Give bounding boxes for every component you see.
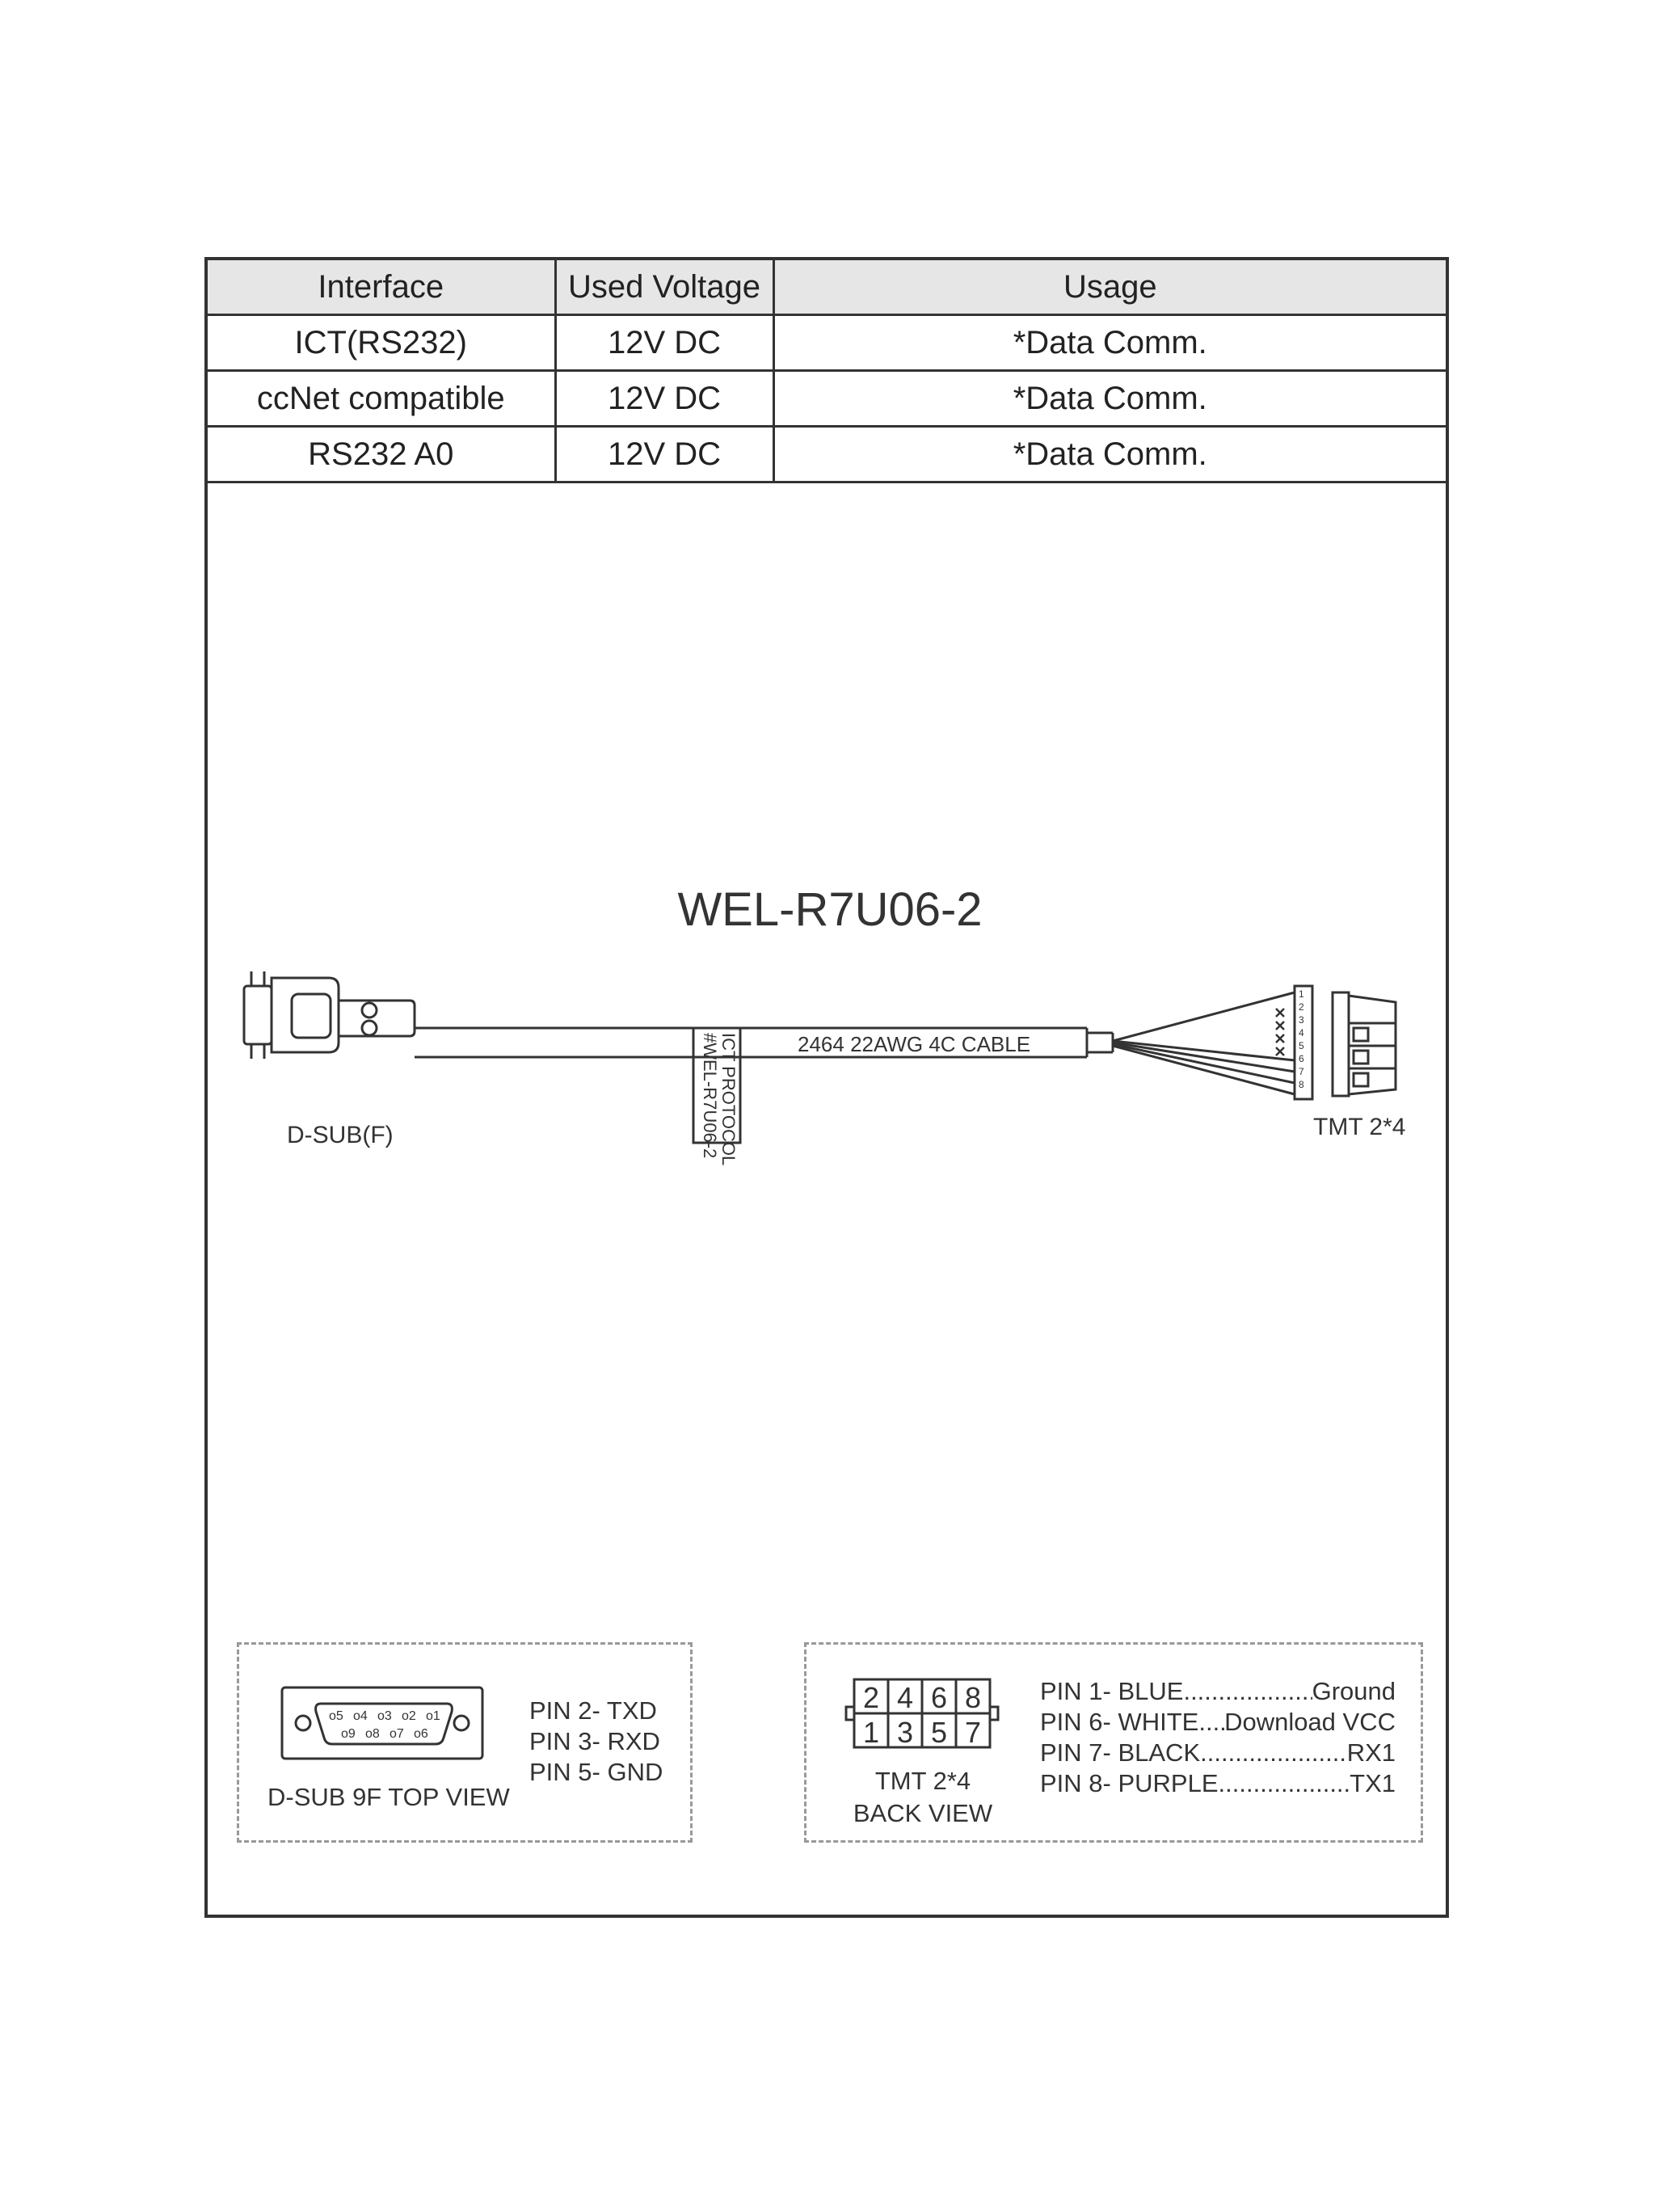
svg-text:o2: o2 xyxy=(402,1709,416,1723)
dsub-pin-item: PIN 2- TXD xyxy=(529,1696,657,1725)
cable-part-number-title: WEL-R7U06-2 xyxy=(677,883,983,936)
tmt-back-view-label-line1: TMT 2*4 xyxy=(874,1767,971,1795)
svg-text:8: 8 xyxy=(1299,1079,1304,1090)
wiring-pin: PIN 7- BLACK xyxy=(1040,1738,1201,1767)
tmt-back-view-pin-numbers: 2 4 6 8 1 3 5 7 xyxy=(863,1681,981,1749)
wiring-pin: PIN 8- PURPLE xyxy=(1040,1769,1219,1797)
cell-interface: ICT(RS232) xyxy=(208,314,557,372)
tmt-back-view-label-line2: BACK VIEW xyxy=(853,1799,993,1827)
wiring-signal: RX1 xyxy=(1346,1738,1396,1767)
unused-pin-marks xyxy=(1275,1008,1285,1056)
svg-text:1: 1 xyxy=(863,1716,879,1749)
cable-tag xyxy=(692,1026,742,1144)
wiring-pin: PIN 1- BLUE xyxy=(1040,1677,1184,1705)
svg-text:4: 4 xyxy=(897,1681,913,1714)
dsub-top-view-icon xyxy=(280,1686,484,1760)
svg-text:4: 4 xyxy=(1299,1027,1304,1039)
wiring-row: PIN 1- BLUE Ground xyxy=(1040,1676,1396,1707)
tmt-connector-icon xyxy=(1293,984,1397,1101)
tmt-back-view-icon xyxy=(844,1678,1000,1749)
cell-voltage: 12V DC xyxy=(554,369,775,428)
cell-interface: RS232 A0 xyxy=(208,425,557,483)
wiring-row: PIN 8- PURPLE TX1 xyxy=(1040,1768,1396,1799)
dsub-pin-list: PIN 2- TXD PIN 3- RXD PIN 5- GND xyxy=(529,1696,663,1788)
svg-text:o9: o9 xyxy=(341,1727,356,1741)
header-interface: Interface xyxy=(208,260,557,316)
table-row: ICT(RS232) 12V DC *Data Comm. xyxy=(208,314,1446,372)
cell-voltage: 12V DC xyxy=(554,425,775,483)
table-row: ccNet compatible 12V DC *Data Comm. xyxy=(208,369,1446,428)
svg-text:o3: o3 xyxy=(377,1709,392,1723)
tag-part-number-text: #WEL-R7U06-2 xyxy=(700,1033,720,1158)
wiring-signal: Download VCC xyxy=(1224,1708,1396,1736)
tmt-connector-label: TMT 2*4 xyxy=(1313,1114,1405,1140)
tmt-pinout-box xyxy=(804,1642,1423,1843)
cable-body xyxy=(415,1026,1114,1059)
svg-text:7: 7 xyxy=(1299,1066,1304,1077)
svg-text:5: 5 xyxy=(1299,1040,1304,1051)
svg-text:5: 5 xyxy=(931,1716,947,1749)
dsub-connector-label: D-SUB(F) xyxy=(287,1122,394,1148)
svg-text:7: 7 xyxy=(965,1716,981,1749)
tmt-wiring-list: PIN 1- BLUE Ground PIN 6- WHITE Download V… xyxy=(1040,1676,1396,1799)
tag-protocol-text: ICT PROTOCOL xyxy=(718,1033,739,1165)
svg-text:o8: o8 xyxy=(365,1727,380,1741)
tmt-pin-numbers: 1 2 3 4 5 6 7 8 xyxy=(1299,988,1304,1090)
cell-usage: *Data Comm. xyxy=(772,425,1446,483)
svg-text:6: 6 xyxy=(931,1681,947,1714)
cell-usage: *Data Comm. xyxy=(772,369,1446,428)
svg-text:o5: o5 xyxy=(329,1709,343,1723)
cell-interface: ccNet compatible xyxy=(208,369,557,428)
dsub-connector-icon xyxy=(242,971,416,1059)
dsub-pin-item: PIN 5- GND xyxy=(529,1758,663,1786)
drawing-sheet: Interface Used Voltage Usage ICT(RS232) … xyxy=(204,257,1449,1918)
header-usage: Usage xyxy=(772,260,1446,316)
dsub-pin-numbers: o5 o4 o3 o2 o1 o9 o8 o7 o6 xyxy=(329,1709,440,1741)
svg-text:2: 2 xyxy=(1299,1001,1304,1013)
table-row: RS232 A0 12V DC *Data Comm. xyxy=(208,425,1446,483)
header-used-voltage: Used Voltage xyxy=(554,260,775,316)
dsub-top-view-label: D-SUB 9F TOP VIEW xyxy=(267,1783,510,1811)
svg-text:8: 8 xyxy=(965,1681,981,1714)
wiring-signal: TX1 xyxy=(1350,1769,1396,1797)
cable-spec-label: 2464 22AWG 4C CABLE xyxy=(798,1032,1030,1056)
dsub-pinout-box xyxy=(237,1642,693,1843)
cell-voltage: 12V DC xyxy=(554,314,775,372)
svg-text:3: 3 xyxy=(1299,1014,1304,1026)
svg-text:o4: o4 xyxy=(353,1709,368,1723)
table-header-row: Interface Used Voltage Usage xyxy=(208,260,1446,316)
cell-usage: *Data Comm. xyxy=(772,314,1446,372)
fanout-wires xyxy=(1112,991,1295,1096)
svg-text:o7: o7 xyxy=(390,1727,404,1741)
cable-assembly-drawing: 1 2 3 4 5 6 7 8 2464 22AWG 4C CABLE ICT … xyxy=(242,971,1405,1760)
wiring-signal: Ground xyxy=(1312,1677,1396,1705)
svg-text:o6: o6 xyxy=(414,1727,428,1741)
wiring-row: PIN 7- BLACK RX1 xyxy=(1040,1738,1396,1768)
svg-text:6: 6 xyxy=(1299,1053,1304,1064)
spec-table: Interface Used Voltage Usage ICT(RS232) … xyxy=(208,260,1446,483)
svg-text:o1: o1 xyxy=(426,1709,440,1723)
wiring-row: PIN 6- WHITE Download VCC xyxy=(1040,1707,1396,1738)
wiring-pin: PIN 6- WHITE xyxy=(1040,1708,1199,1736)
svg-text:2: 2 xyxy=(863,1681,879,1714)
svg-text:1: 1 xyxy=(1299,988,1304,1000)
dsub-pin-item: PIN 3- RXD xyxy=(529,1727,660,1755)
svg-text:3: 3 xyxy=(897,1716,913,1749)
tmt-back-view-label: TMT 2*4 BACK VIEW xyxy=(846,1765,1000,1830)
